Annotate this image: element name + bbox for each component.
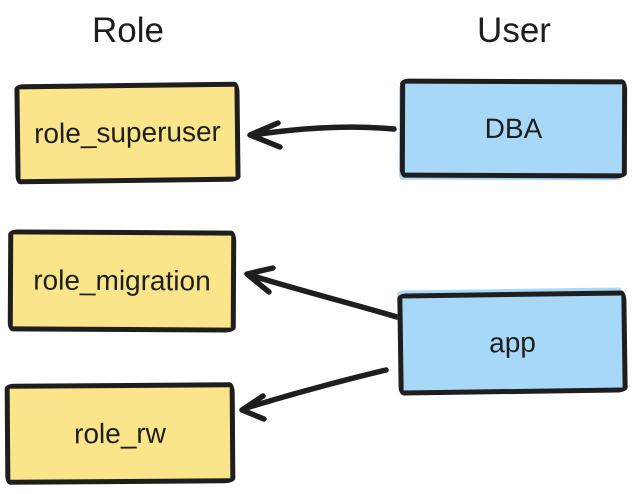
node-label: DBA	[484, 112, 543, 144]
node-label: role_rw	[73, 417, 167, 450]
arrow-app-to-role-rw[interactable]	[239, 367, 389, 422]
arrow-app-to-role-migration[interactable]	[244, 265, 400, 320]
node-role-rw[interactable]: role_rw	[4, 382, 236, 485]
node-user-app[interactable]: app	[397, 290, 628, 396]
user-column-heading: User	[477, 11, 551, 50]
node-user-dba[interactable]: DBA	[399, 78, 628, 179]
node-label: app	[488, 326, 537, 359]
node-role-migration[interactable]: role_migration	[7, 229, 237, 333]
node-label: role_superuser	[33, 116, 222, 150]
role-column-heading: Role	[92, 11, 164, 50]
node-label: role_migration	[33, 264, 211, 297]
arrow-dba-to-role-superuser[interactable]	[247, 120, 397, 150]
node-role-superuser[interactable]: role_superuser	[14, 81, 241, 185]
